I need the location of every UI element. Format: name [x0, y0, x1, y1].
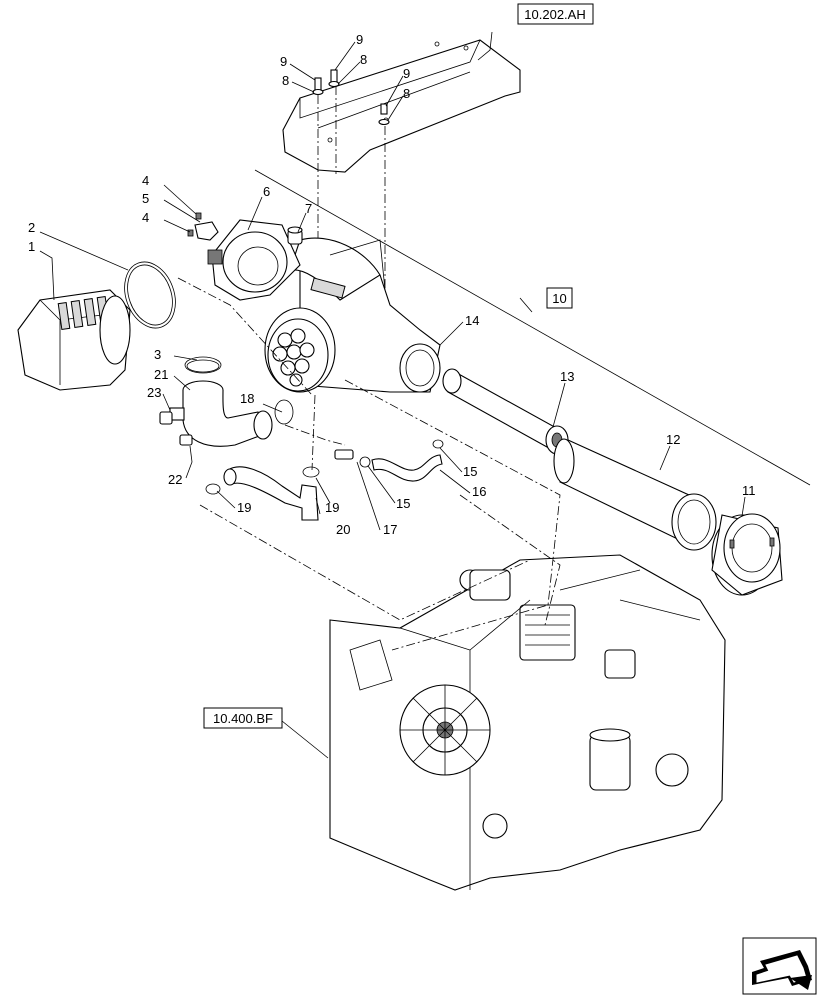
callout-8-left: 8 — [282, 73, 289, 88]
hose-clamp-small — [184, 356, 222, 374]
callout-4-upper: 4 — [142, 173, 149, 188]
callout-19-lower: 19 — [237, 500, 251, 515]
engine-assembly — [329, 554, 726, 891]
callout-16: 16 — [472, 484, 486, 499]
reference-main-label: 10 — [552, 291, 566, 306]
callout-8-middle: 8 — [360, 52, 367, 67]
callout-21: 21 — [154, 367, 168, 382]
mounting-bracket — [282, 39, 521, 173]
bolt-9-left — [312, 77, 324, 96]
plug-22 — [179, 434, 193, 446]
clip-assembly — [187, 212, 219, 241]
callout-11: 11 — [742, 483, 756, 498]
reference-top-label: 10.202.AH — [524, 7, 585, 22]
hose-clamp-large — [124, 261, 176, 329]
vent-hose — [359, 439, 444, 482]
clamp-19-lower — [205, 483, 221, 495]
callout-15-right: 15 — [463, 464, 477, 479]
callout-2: 2 — [28, 220, 35, 235]
callout-5: 5 — [142, 191, 149, 206]
air-cleaner-cover — [711, 513, 783, 596]
bolt-9-middle — [328, 69, 340, 88]
plug-cap — [287, 226, 303, 245]
callout-15-left: 15 — [396, 496, 410, 511]
reference-box-main[interactable]: 10 — [546, 287, 573, 309]
inlet-cover — [207, 219, 301, 301]
intake-elbow — [169, 380, 273, 447]
safety-filter-element — [442, 368, 569, 455]
callout-17: 17 — [383, 522, 397, 537]
callout-1: 1 — [28, 239, 35, 254]
callout-23: 23 — [147, 385, 161, 400]
callout-7: 7 — [305, 201, 312, 216]
callout-6: 6 — [263, 184, 270, 199]
reference-engine-label: 10.400.BF — [213, 711, 273, 726]
callout-14: 14 — [465, 313, 479, 328]
next-page-arrow-icon[interactable] — [742, 937, 817, 995]
callout-18: 18 — [240, 391, 254, 406]
callout-19-upper: 19 — [325, 500, 339, 515]
callout-9-middle: 9 — [356, 32, 363, 47]
callout-13: 13 — [560, 369, 574, 384]
callout-9-right: 9 — [403, 66, 410, 81]
callout-12: 12 — [666, 432, 680, 447]
reference-box-top[interactable]: 10.202.AH — [517, 3, 594, 25]
callout-labels: 1 2 3 4 5 4 6 7 9 8 9 8 9 8 11 12 13 14 … — [28, 32, 756, 537]
air-cleaner-housing — [264, 237, 441, 393]
hose-fitting — [334, 449, 354, 460]
reference-box-engine[interactable]: 10.400.BF — [203, 707, 283, 729]
callout-3: 3 — [154, 347, 161, 362]
main-filter-element — [553, 438, 717, 551]
callout-9-left: 9 — [280, 54, 287, 69]
callout-22: 22 — [168, 472, 182, 487]
callout-8-right: 8 — [403, 86, 410, 101]
intake-hood — [17, 289, 131, 391]
bolt-9-right — [378, 103, 390, 126]
sensor-plug — [159, 411, 173, 425]
clamp-19-upper — [302, 466, 320, 478]
callout-4-lower: 4 — [142, 210, 149, 225]
seal-ring — [274, 399, 294, 425]
coolant-hose — [223, 466, 319, 521]
callout-20: 20 — [336, 522, 350, 537]
